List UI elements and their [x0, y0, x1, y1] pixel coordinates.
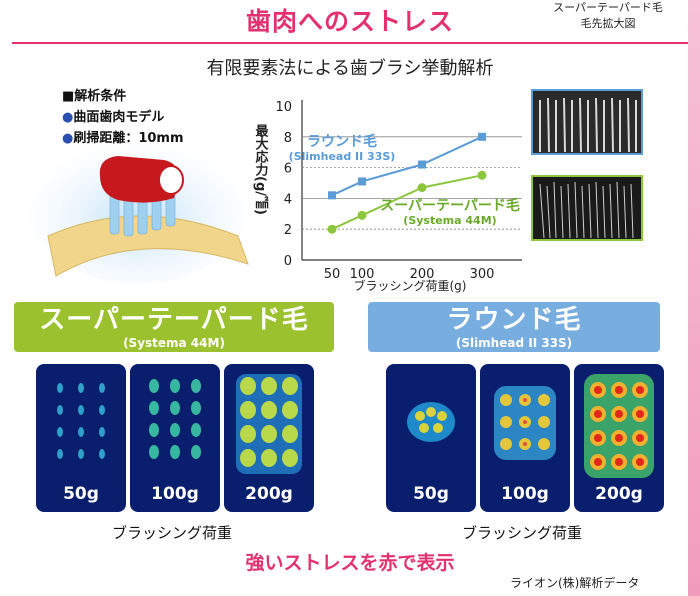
chart-series	[327, 132, 487, 234]
data-point-circle	[327, 224, 337, 234]
stress-pattern	[149, 379, 201, 459]
data-point-square	[358, 177, 366, 186]
section-subtitle: 有限要素法による歯ブラシ挙動解析	[206, 58, 494, 79]
data-point-circle	[477, 170, 487, 180]
series-sub-round: (Slimhead II 33S)	[289, 150, 396, 163]
round-bristle-photo	[531, 89, 643, 155]
data-point-circle	[417, 183, 427, 193]
x-axis-label: ブラッシング荷重(g)	[354, 278, 467, 293]
load-label: 50g	[63, 484, 99, 504]
stress-map-super-100g: 100g	[130, 364, 220, 512]
bullet-icon: ●	[62, 131, 74, 146]
brush-neck	[158, 165, 184, 195]
stress-map-round-100g: 100g	[480, 364, 570, 512]
round-title: ラウンド毛	[446, 305, 582, 335]
data-point-circle	[357, 210, 367, 220]
series-line	[331, 135, 483, 197]
load-label: 100g	[501, 484, 549, 504]
stress-pattern	[236, 374, 302, 474]
gum-surface	[47, 215, 249, 277]
load-caption-right: ブラッシング荷重	[462, 524, 583, 542]
series-sub-super: (Systema 44M)	[403, 214, 496, 227]
chart-tick-labels: 0 2 4 6 8 10 50 100 200 300	[275, 100, 494, 282]
title-divider	[12, 42, 688, 44]
caption-line-1: スーパーテーパード毛	[553, 1, 663, 14]
stress-pattern	[57, 383, 105, 459]
series-label-super: スーパーテーパード毛	[380, 197, 520, 214]
stress-map-round-200g: 200g	[574, 364, 664, 512]
x-tick-label: 100	[350, 267, 375, 282]
magnified-view-caption: スーパーテーパード毛 毛先拡大図	[548, 0, 668, 32]
load-label: 200g	[245, 484, 293, 504]
stress-map-round-50g: 50g	[386, 364, 476, 512]
condition-text: 曲面歯肉モデル	[73, 110, 165, 125]
x-tick-label: 200	[410, 267, 435, 282]
series-line	[331, 174, 483, 231]
condition-item: ●曲面歯肉モデル	[62, 107, 184, 128]
y-axis-label: 最大応力(g/㎟)	[253, 124, 269, 215]
data-point-square	[418, 160, 426, 169]
series-label-round: ラウンド毛	[307, 133, 377, 150]
data-point-square	[328, 191, 336, 200]
round-header: ラウンド毛 (Slimhead II 33S)	[368, 302, 660, 352]
bullet-icon: ●	[62, 110, 74, 125]
load-label: 100g	[151, 484, 199, 504]
stress-map-super-200g: 200g	[224, 364, 314, 512]
round-sub: (Slimhead II 33S)	[455, 336, 573, 350]
y-tick-label: 4	[284, 192, 292, 207]
side-decoration	[688, 0, 700, 596]
page-title: 歯肉へのストレス	[245, 7, 454, 36]
y-tick-label: 2	[284, 223, 292, 238]
super-tapered-header: スーパーテーパード毛 (Systema 44M)	[14, 302, 334, 352]
stress-pattern	[407, 402, 455, 442]
load-label: 200g	[595, 484, 643, 504]
super-tapered-sub: (Systema 44M)	[123, 336, 225, 350]
stress-pattern	[584, 374, 654, 478]
data-point-square	[478, 132, 486, 141]
stress-line-chart: 0 2 4 6 8 10 50 100 200 300 最大応力(g/㎟) ブラッシング荷重(g)…	[253, 89, 643, 293]
y-tick-label: 8	[284, 131, 292, 146]
brush-head	[99, 156, 179, 203]
y-tick-label: 10	[275, 100, 292, 115]
gum-model-illustration	[30, 140, 249, 284]
stress-map-super-50g: 50g	[36, 364, 126, 512]
y-tick-label: 6	[284, 162, 292, 177]
conditions-header: ■解析条件	[62, 89, 127, 104]
super-tapered-title: スーパーテーパード毛	[39, 305, 309, 335]
load-caption-left: ブラッシング荷重	[112, 524, 233, 542]
y-tick-label: 0	[284, 254, 292, 269]
chart-grid	[301, 100, 522, 261]
x-tick-label: 300	[470, 267, 495, 282]
red-stress-note: 強いストレスを赤で表示	[245, 552, 455, 574]
caption-line-2: 毛先拡大図	[580, 17, 636, 30]
x-tick-label: 50	[324, 267, 341, 282]
data-credit: ライオン(株)解析データ	[510, 576, 640, 590]
load-label: 50g	[413, 484, 449, 504]
super-bristle-photo	[531, 175, 643, 241]
stress-pattern	[494, 386, 556, 460]
